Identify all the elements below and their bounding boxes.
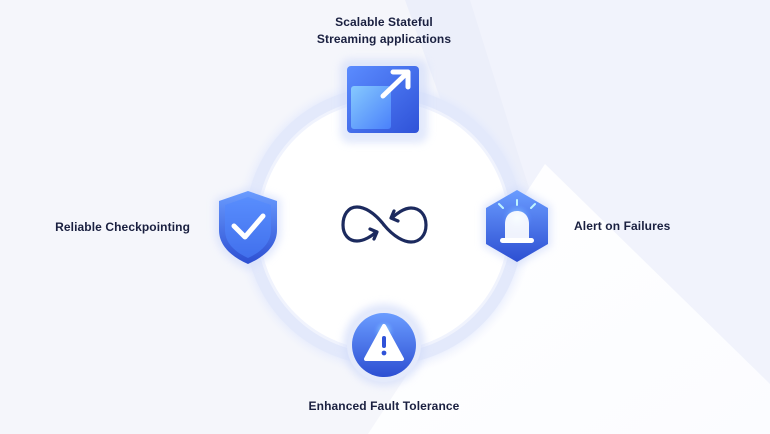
bell-alert-icon bbox=[483, 186, 551, 266]
label-scalable-line2: Streaming applications bbox=[316, 32, 452, 46]
label-scalable-streaming: Scalable Stateful Streaming applications bbox=[284, 14, 484, 48]
label-enhanced-fault-tolerance: Enhanced Fault Tolerance bbox=[308, 399, 460, 413]
label-reliable-checkpointing: Reliable Checkpointing bbox=[55, 220, 190, 234]
label-scalable-line1: Scalable Stateful bbox=[335, 15, 433, 29]
infinity-sync-icon bbox=[341, 205, 428, 244]
scale-arrow-icon bbox=[340, 59, 428, 143]
shield-check-icon bbox=[215, 188, 281, 270]
label-alert-on-failures: Alert on Failures bbox=[574, 219, 671, 233]
warning-triangle-icon bbox=[343, 304, 425, 386]
